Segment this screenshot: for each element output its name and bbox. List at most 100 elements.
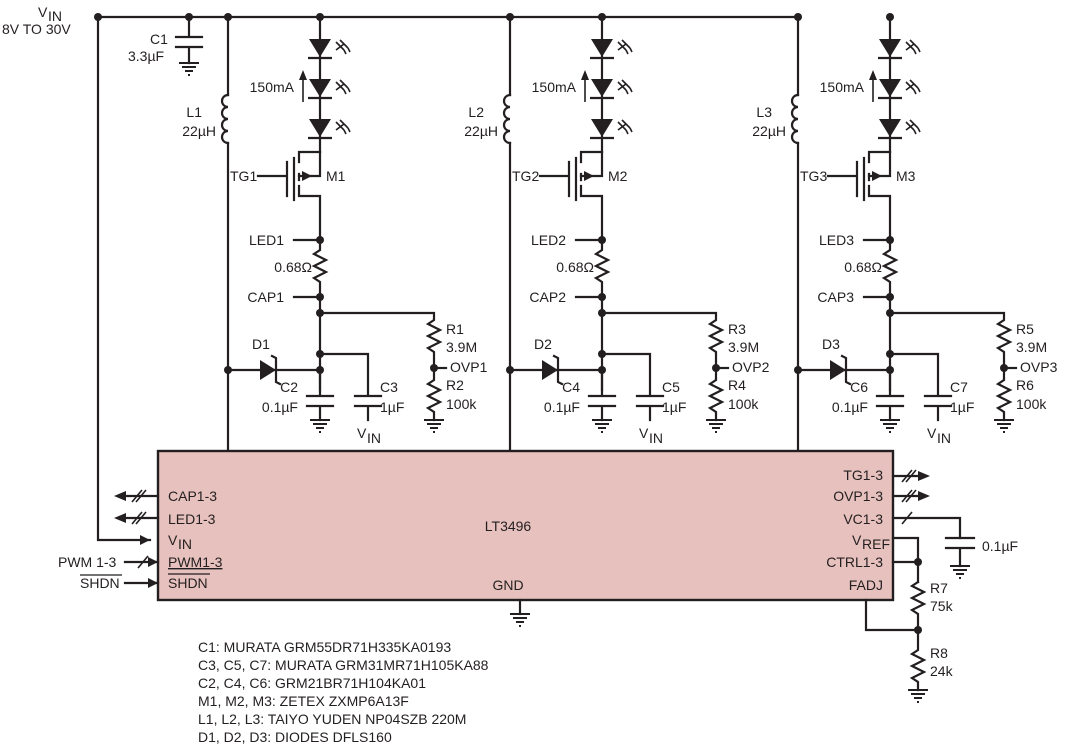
chip-name: LT3496 bbox=[485, 518, 532, 534]
bom-line: C3, C5, C7: MURATA GRM31MR71H105KA88 bbox=[198, 657, 489, 673]
led-current: 150mA bbox=[250, 79, 295, 95]
vin-label-sub: IN bbox=[48, 8, 62, 24]
schottky-diode bbox=[542, 360, 558, 380]
mosfet-name: M3 bbox=[896, 168, 916, 184]
led-pin-label: LED3 bbox=[819, 232, 854, 248]
led-diode bbox=[588, 77, 634, 100]
cout-name: C2 bbox=[280, 379, 298, 395]
mosfet-name: M2 bbox=[608, 168, 628, 184]
sense-value: 0.68Ω bbox=[844, 259, 882, 275]
inductor bbox=[502, 93, 512, 145]
sense-value: 0.68Ω bbox=[274, 259, 312, 275]
r7-value: 75k bbox=[930, 598, 954, 614]
inductor bbox=[220, 93, 230, 145]
pin-vref-sub: REF bbox=[862, 536, 890, 552]
pin-pwm1-3: PWM1-3 bbox=[168, 554, 223, 570]
chip-gnd-pin: GND bbox=[492, 577, 523, 593]
diode-name: D1 bbox=[252, 336, 270, 352]
bom-line: C2, C4, C6: GRM21BR71H104KA01 bbox=[198, 675, 426, 691]
led-diode bbox=[306, 37, 352, 60]
diode-name: D2 bbox=[534, 336, 552, 352]
rbot-name: R4 bbox=[728, 377, 746, 393]
mosfet bbox=[297, 150, 322, 242]
sense-value: 0.68Ω bbox=[556, 259, 594, 275]
r8-value: 24k bbox=[930, 663, 954, 679]
sense-resistor bbox=[881, 238, 899, 299]
diode-name: D3 bbox=[822, 336, 840, 352]
pin-vin-sub: IN bbox=[178, 536, 192, 552]
pin-shdn: SHDN bbox=[168, 575, 208, 591]
mosfet bbox=[579, 150, 604, 242]
c1-capacitor: C1 3.3µF bbox=[128, 13, 204, 76]
rtop-name: R5 bbox=[1016, 321, 1034, 337]
cap-pin-label: CAP3 bbox=[817, 289, 854, 305]
inductor-value: 22µH bbox=[752, 123, 786, 139]
cap-pin-label: CAP1 bbox=[247, 289, 284, 305]
inductor-name: L2 bbox=[468, 104, 484, 120]
pin-fadj: FADJ bbox=[849, 577, 883, 593]
cout-name: C6 bbox=[850, 379, 868, 395]
gate-label: TG1 bbox=[230, 168, 257, 184]
bom-line: C1: MURATA GRM55DR71H335KA0193 bbox=[198, 639, 451, 655]
gate-label: TG2 bbox=[512, 168, 539, 184]
r7-name: R7 bbox=[930, 580, 948, 596]
cvin-value: 1µF bbox=[380, 399, 404, 415]
lt3496-chip bbox=[156, 449, 895, 602]
pin-vc1-3: VC1-3 bbox=[843, 511, 883, 527]
vin-capacitor bbox=[888, 352, 953, 422]
output-capacitor bbox=[875, 368, 905, 422]
vin-ref-sub: IN bbox=[367, 430, 381, 446]
led-pin-label: LED1 bbox=[249, 232, 284, 248]
output-capacitor bbox=[305, 368, 335, 422]
c1-name: C1 bbox=[150, 31, 168, 47]
led-diode bbox=[876, 77, 922, 100]
vin-ref-main: V bbox=[357, 425, 367, 441]
led-diode bbox=[588, 117, 634, 140]
bom-line: L1, L2, L3: TAIYO YUDEN NP04SZB 220M bbox=[198, 711, 466, 727]
inductor-value: 22µH bbox=[182, 123, 216, 139]
ext-shdn-label: SHDN bbox=[80, 575, 120, 591]
rbot-value: 100k bbox=[728, 396, 759, 412]
cvin-name: C7 bbox=[950, 379, 968, 395]
rtop-name: R3 bbox=[728, 321, 746, 337]
cout-value: 0.1µF bbox=[832, 399, 868, 415]
vin-ref-main: V bbox=[639, 425, 649, 441]
vin-ref-sub: IN bbox=[937, 430, 951, 446]
vc-cap-value: 0.1µF bbox=[982, 538, 1018, 554]
led-diode bbox=[306, 117, 352, 140]
rbot-value: 100k bbox=[446, 396, 477, 412]
pin-vin-main: V bbox=[168, 532, 178, 548]
bom-line: D1, D2, D3: DIODES DFLS160 bbox=[198, 729, 392, 745]
cout-name: C4 bbox=[562, 379, 580, 395]
bom-line: M1, M2, M3: ZETEX ZXMP6A13F bbox=[198, 693, 409, 709]
vin-capacitor bbox=[600, 352, 665, 422]
led-current: 150mA bbox=[532, 79, 577, 95]
cvin-value: 1µF bbox=[950, 399, 974, 415]
r8-name: R8 bbox=[930, 645, 948, 661]
led-pin-label: LED2 bbox=[531, 232, 566, 248]
ovp-divider bbox=[888, 311, 1013, 422]
pin-tg1-3: TG1-3 bbox=[843, 467, 883, 483]
cvin-name: C5 bbox=[662, 379, 680, 395]
vin-capacitor bbox=[318, 352, 383, 422]
cvin-value: 1µF bbox=[662, 399, 686, 415]
mosfet-name: M1 bbox=[326, 168, 346, 184]
gate-label: TG3 bbox=[800, 168, 827, 184]
vin-label-main: V bbox=[38, 4, 48, 20]
mosfet bbox=[867, 150, 892, 242]
cvin-name: C3 bbox=[380, 379, 398, 395]
sense-resistor bbox=[311, 238, 329, 299]
led-diode bbox=[306, 77, 352, 100]
inductor-name: L3 bbox=[756, 104, 772, 120]
bom-list: C1: MURATA GRM55DR71H335KA0193 C3, C5, C… bbox=[198, 639, 489, 745]
sense-resistor bbox=[593, 238, 611, 299]
rtop-value: 3.9M bbox=[1016, 339, 1047, 355]
rbot-name: R6 bbox=[1016, 377, 1034, 393]
inductor-value: 22µH bbox=[464, 123, 498, 139]
rbot-name: R2 bbox=[446, 377, 464, 393]
